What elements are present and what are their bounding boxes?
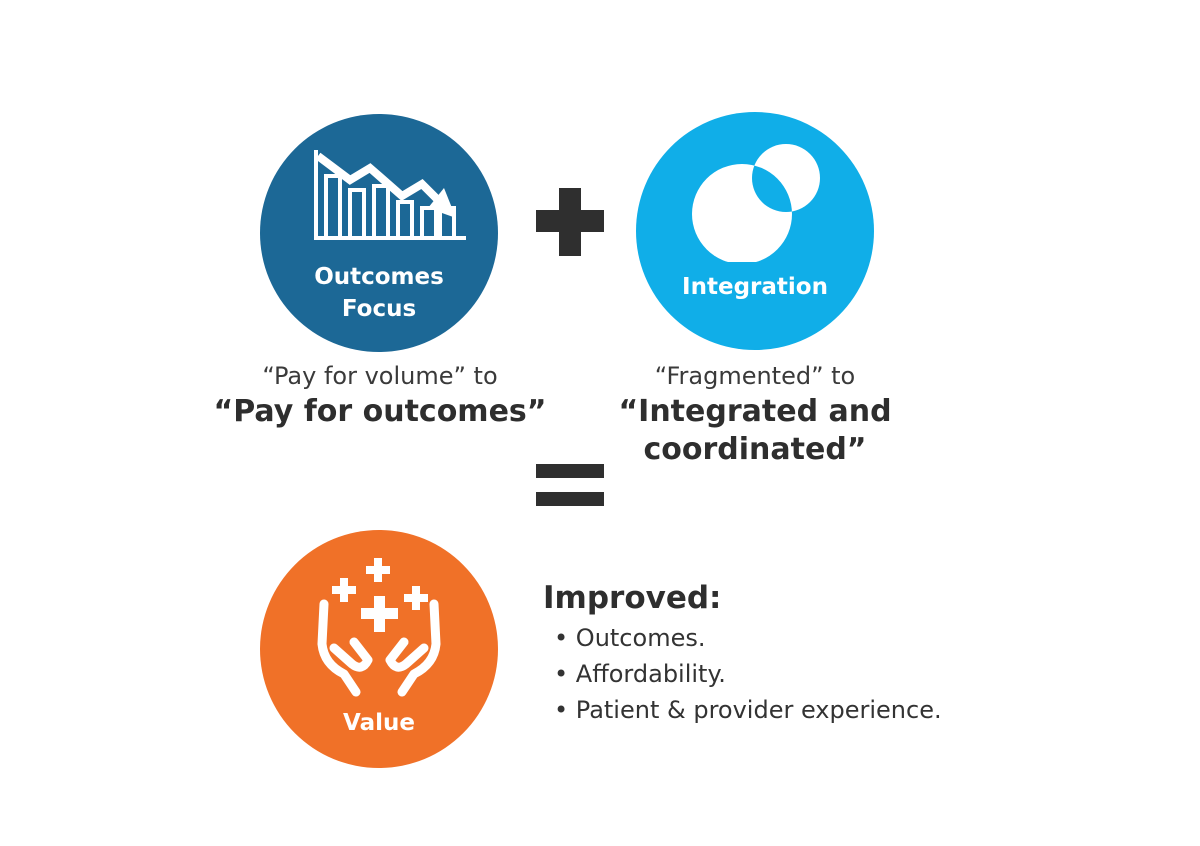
integration-circle: Integration: [636, 112, 874, 350]
overlapping-circles-icon: [692, 144, 820, 262]
integration-label: Integration: [682, 274, 828, 300]
list-item: Affordability.: [554, 656, 942, 692]
improved-title: Improved:: [543, 580, 722, 616]
outcomes-caption-small: “Pay for volume” to: [262, 362, 498, 390]
integration-caption-big-line2: coordinated”: [643, 432, 867, 467]
outcomes-focus-label-line2: Focus: [341, 296, 417, 322]
outcomes-caption-big: “Pay for outcomes”: [213, 394, 547, 429]
integration-caption-small: “Fragmented” to: [654, 362, 856, 390]
outcomes-focus-circle: Outcomes Focus: [260, 114, 498, 352]
value-circle: Value: [260, 530, 498, 768]
integration-caption-big-line1: “Integrated and: [618, 394, 892, 429]
hands-with-plus-signs-icon: [317, 558, 441, 697]
list-item: Patient & provider experience.: [554, 692, 942, 728]
value-label: Value: [343, 710, 415, 736]
declining-chart-icon: [314, 150, 466, 240]
list-item: Outcomes.: [554, 620, 942, 656]
improved-list: Outcomes. Affordability. Patient & provi…: [554, 620, 942, 728]
outcomes-focus-label-line1: Outcomes: [314, 264, 444, 290]
